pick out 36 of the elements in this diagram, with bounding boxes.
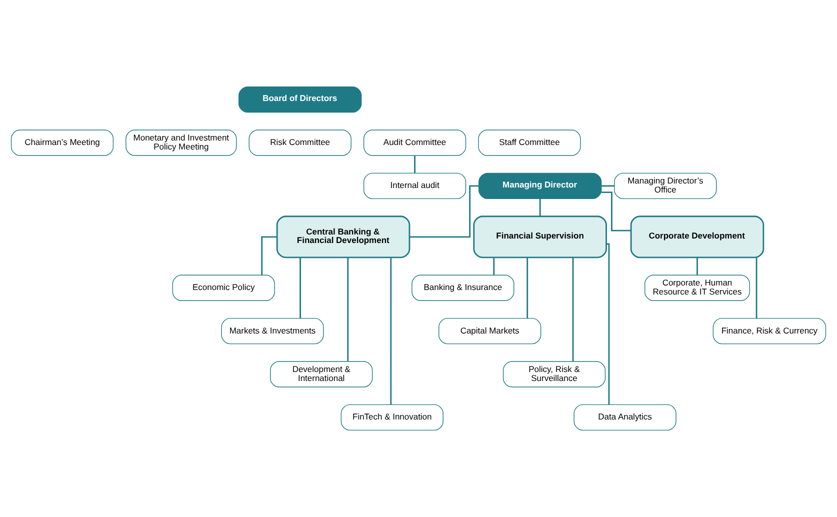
connector xyxy=(493,258,495,275)
node-box: FinTech & Innovation xyxy=(340,404,444,431)
node-box: Policy, Risk & Surveillance xyxy=(502,361,606,388)
node-box: Staff Committee xyxy=(478,130,581,156)
node-box: Banking & Insurance xyxy=(412,274,514,301)
node-box: Capital Markets xyxy=(438,318,542,344)
node-box: Managing Director xyxy=(478,172,602,200)
connector xyxy=(390,258,392,405)
node-box: Markets & Investments xyxy=(221,318,324,344)
connector xyxy=(300,258,301,318)
connector xyxy=(347,257,349,362)
node-box: Monetary and Investment Policy Meeting xyxy=(126,130,237,156)
node-box: Managing Director’s Office xyxy=(614,172,717,200)
node-box: Economic Policy xyxy=(172,274,275,301)
node-box: Central Banking & Financial Development xyxy=(276,216,410,258)
connector xyxy=(539,198,541,216)
connector xyxy=(414,156,416,173)
connector xyxy=(572,257,574,362)
connector xyxy=(410,185,479,238)
connector xyxy=(601,192,631,232)
node-box: Financial Supervision xyxy=(473,216,607,258)
node-box: Board of Directors xyxy=(238,86,362,113)
connector xyxy=(601,185,614,187)
node-box: Finance, Risk & Currency xyxy=(712,318,826,344)
node-box: Development & International xyxy=(270,361,373,388)
node-box: Risk Committee xyxy=(248,130,352,156)
node-box: Data Analytics xyxy=(574,404,676,431)
node-box: Corporate Development xyxy=(630,216,764,258)
node-box: Internal audit xyxy=(363,172,466,200)
connector xyxy=(606,243,610,405)
connector xyxy=(756,258,758,318)
connector xyxy=(696,258,698,275)
node-box: Chairman’s Meeting xyxy=(10,130,114,156)
node-box: Corporate, Human Resource & IT Services xyxy=(644,274,750,301)
node-box: Audit Committee xyxy=(363,130,466,156)
connector xyxy=(526,258,528,318)
